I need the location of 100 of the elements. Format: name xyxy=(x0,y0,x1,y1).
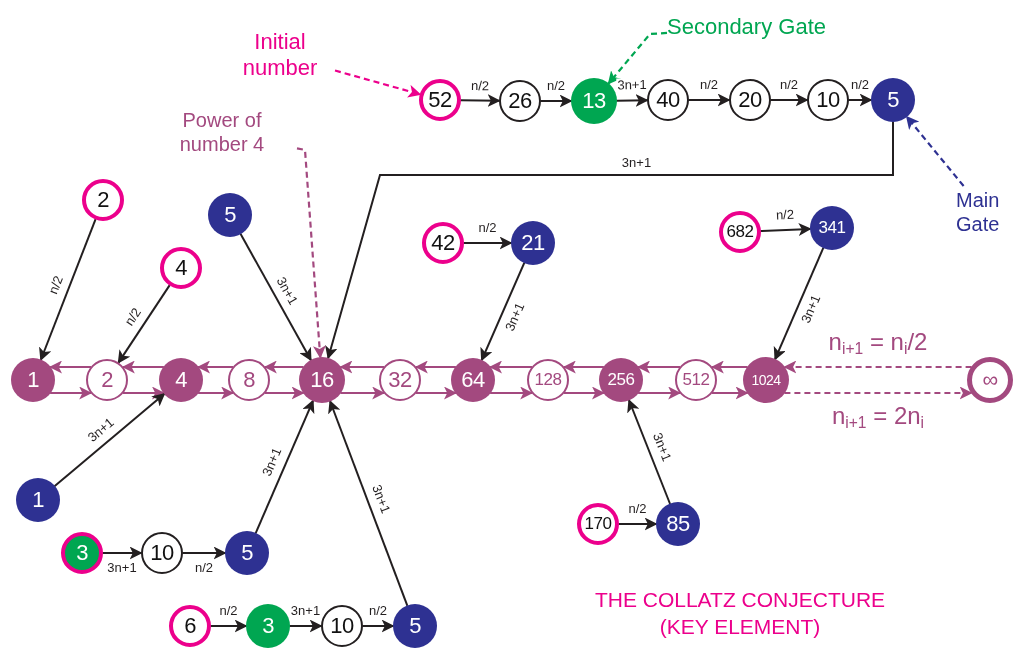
arrow xyxy=(759,222,812,236)
arrow xyxy=(239,232,312,362)
number-circle: 3 xyxy=(246,604,290,648)
edge-label: 3n+1 xyxy=(106,561,138,575)
number-circle: 2 xyxy=(82,179,124,221)
arrow xyxy=(361,619,395,633)
arrow xyxy=(39,218,97,361)
arrow xyxy=(637,360,682,374)
number-circle: 3 xyxy=(61,532,103,574)
arrow xyxy=(328,400,409,607)
arrow xyxy=(773,246,825,361)
number-circle: 1024 xyxy=(743,357,789,403)
number-circle: 10 xyxy=(321,605,363,647)
arrow xyxy=(197,386,235,400)
arrow xyxy=(627,399,672,505)
dashed-arrow xyxy=(783,360,972,374)
arrow xyxy=(49,386,93,400)
arrow xyxy=(325,120,894,360)
number-circle: 1 xyxy=(11,358,55,402)
arrow xyxy=(462,236,513,250)
number-circle: 13 xyxy=(571,78,617,124)
number-circle: 8 xyxy=(228,359,270,401)
arrow xyxy=(263,386,305,400)
number-circle: 2 xyxy=(86,359,128,401)
arrow xyxy=(847,93,873,107)
arrow xyxy=(637,386,682,400)
arrow xyxy=(710,360,749,374)
number-circle: 6 xyxy=(169,605,211,647)
number-circle: 32 xyxy=(379,359,421,401)
arrow xyxy=(209,619,248,633)
arrow xyxy=(769,93,809,107)
dashed-arrow xyxy=(784,386,973,400)
arrow xyxy=(121,386,165,400)
number-circle: 341 xyxy=(810,206,854,250)
edge-label: n/2 xyxy=(218,604,239,618)
edge-label: n/2 xyxy=(470,78,491,93)
arrow xyxy=(710,386,749,400)
number-circle: 5 xyxy=(393,604,437,648)
number-circle: 5 xyxy=(208,193,252,237)
arrow xyxy=(489,360,534,374)
number-circle: 21 xyxy=(511,221,555,265)
arrow xyxy=(121,360,165,374)
number-circle: 42 xyxy=(422,222,464,264)
dashed-arrow xyxy=(296,147,326,359)
number-circle: 4 xyxy=(160,247,202,289)
arrow xyxy=(101,546,143,560)
number-circle: 512 xyxy=(675,359,717,401)
number-circle: 64 xyxy=(451,358,495,402)
dashed-arrow xyxy=(905,115,965,187)
edge-label: 3n+1 xyxy=(616,78,648,93)
edge-label: 3n+1 xyxy=(289,604,322,618)
edge-label: n/2 xyxy=(477,221,498,235)
edge-label: n/2 xyxy=(778,78,800,92)
arrow xyxy=(254,399,315,535)
edge-label: n/2 xyxy=(774,207,796,223)
arrow xyxy=(197,360,235,374)
number-circle: 682 xyxy=(719,211,761,253)
arrow xyxy=(489,386,534,400)
number-circle: 5 xyxy=(225,531,269,575)
edge-label: 3n+1 xyxy=(620,156,653,170)
arrow xyxy=(562,386,605,400)
arrow xyxy=(414,360,457,374)
edge-label: n/2 xyxy=(627,502,648,516)
number-circle: 52 xyxy=(419,79,461,121)
arrow xyxy=(414,386,457,400)
dashed-arrow xyxy=(334,69,422,98)
number-circle: 40 xyxy=(647,79,689,121)
dashed-arrow xyxy=(607,31,668,85)
number-circle: 4 xyxy=(159,358,203,402)
number-circle: 128 xyxy=(527,359,569,401)
arrow xyxy=(49,360,93,374)
number-circle: 20 xyxy=(729,79,771,121)
edge-label: n/2 xyxy=(545,79,567,93)
edge-label: n/2 xyxy=(698,78,720,92)
edge-label: n/2 xyxy=(849,78,871,92)
annotation-text: Main Gate xyxy=(956,186,1014,238)
number-circle: 1 xyxy=(16,478,60,522)
edge-label: n/2 xyxy=(193,561,215,575)
number-circle: 10 xyxy=(807,79,849,121)
edge-label: n/2 xyxy=(367,604,389,618)
caption: THE COLLATZ CONJECTURE (KEY ELEMENT) xyxy=(593,587,887,641)
number-circle: 26 xyxy=(499,80,541,122)
number-circle: 5 xyxy=(871,78,915,122)
arrow xyxy=(263,360,305,374)
number-circle: ∞ xyxy=(967,357,1013,403)
arrow xyxy=(459,94,501,108)
arrow xyxy=(687,93,731,107)
arrow xyxy=(480,261,526,362)
annotation-text: Initial number xyxy=(225,26,335,84)
arrow xyxy=(117,284,171,364)
number-circle: 256 xyxy=(599,358,643,402)
arrow xyxy=(339,360,386,374)
arrow xyxy=(339,386,386,400)
number-circle: 85 xyxy=(656,502,700,546)
arrow xyxy=(181,546,227,560)
arrow xyxy=(615,93,649,107)
arrow xyxy=(539,94,573,108)
annotation-text: Power of number 4 xyxy=(147,105,297,159)
arrow xyxy=(53,392,166,488)
arrow xyxy=(562,360,605,374)
